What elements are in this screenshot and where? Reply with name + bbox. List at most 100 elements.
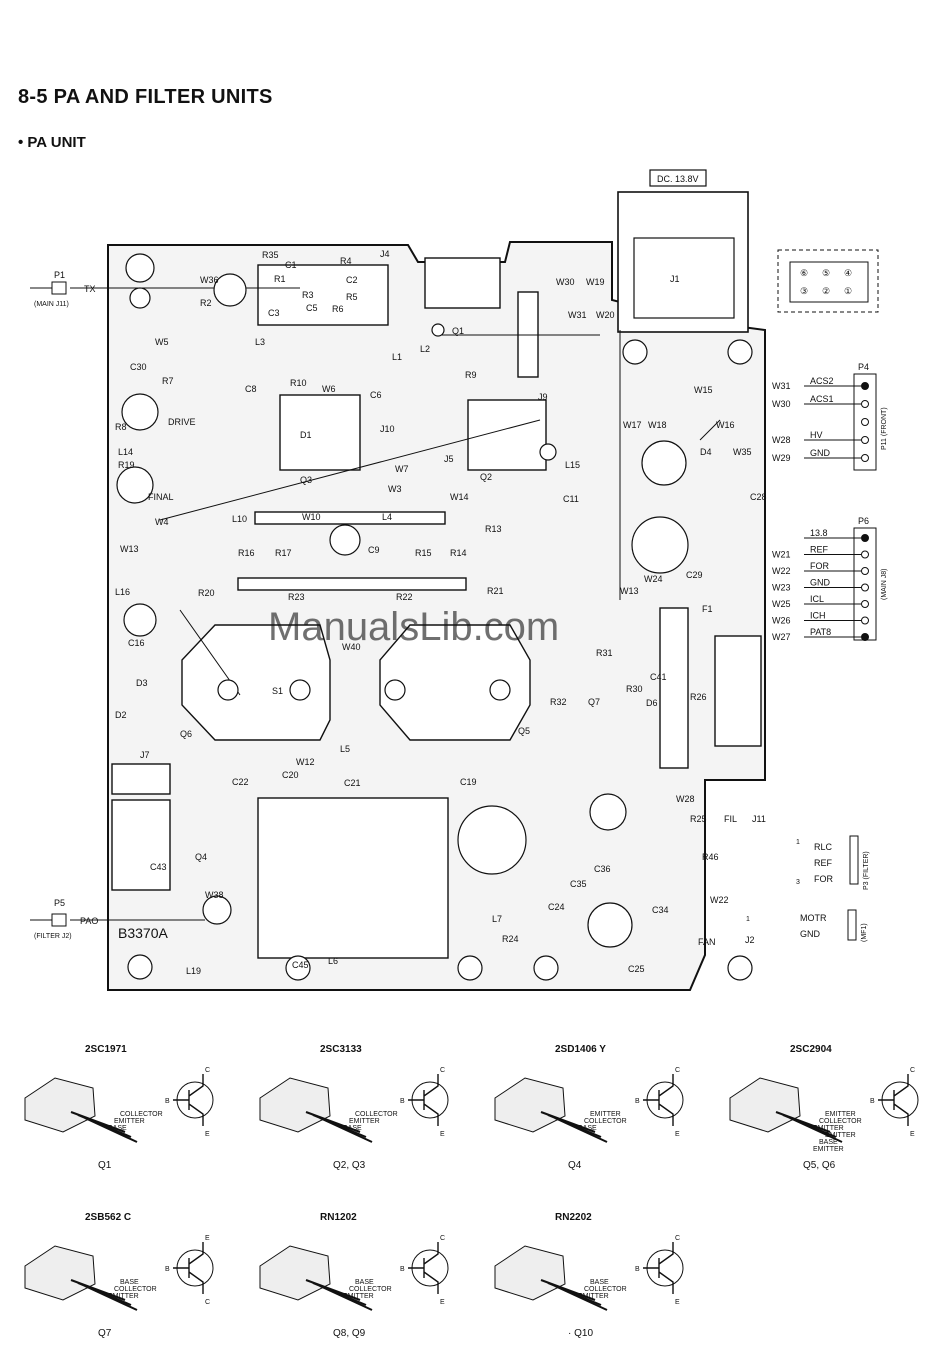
transistor-package [259,1245,331,1301]
ref-D2: D2 [115,710,127,720]
ref-D1: D1 [300,430,312,440]
svg-text:1: 1 [796,839,800,846]
transistor-lead-label: COLLECTOR [584,1118,627,1125]
svg-text:(MAIN J8): (MAIN J8) [881,569,888,601]
transistor-symbol-leads [408,1074,439,1126]
svg-text:RLC: RLC [814,842,833,852]
transistor-pin-letter: B [635,1266,640,1273]
transistor-lead-label: COLLECTOR [349,1286,392,1293]
ref-C5: C5 [306,303,318,313]
p6-pin-signal: FOR [810,561,829,571]
ref-W4: W4 [155,517,169,527]
transistor-lead-label: COLLECTOR [120,1111,163,1118]
p6-pin-wire-ref: W21 [772,550,791,560]
transistor-lead-label: BASE [819,1139,838,1146]
transistor-lead-label: COLLECTOR [355,1111,398,1118]
ref-C29: C29 [686,570,703,580]
transistor-symbol-leads [173,1074,204,1126]
ref-W3: W3 [388,484,402,494]
ref-W30: W30 [556,277,575,287]
watermark: ManualsLib.com [268,605,559,649]
svg-text:PAO: PAO [80,916,98,926]
p4-pin-signal: GND [810,448,831,458]
transistor-lead-label: BASE [343,1125,362,1132]
transistor-lead-label: EMITTER [108,1293,139,1300]
transistor-lead-label: EMITTER [813,1125,844,1132]
ref-FINAL: FINAL [148,492,174,502]
ref-C8: C8 [245,384,257,394]
transistor-lead-label: EMITTER [114,1118,145,1125]
ref-W40: W40 [342,642,361,652]
transistor-package [494,1077,566,1133]
ref-R32: R32 [550,697,567,707]
ref-W6: W6 [322,384,336,394]
ref-L3: L3 [255,337,265,347]
ref-W17: W17 [623,420,642,430]
ref-W10: W10 [302,512,321,522]
p6-pin-7 [861,633,869,641]
transistor-pin-letter: E [205,1131,210,1138]
ref-R30: R30 [626,684,643,694]
svg-text:MOTR: MOTR [800,913,827,923]
j1-pinout-numbers: ⑥ ⑤ ④ ③ ② ① [800,268,852,296]
ref-Q1: Q1 [452,326,464,336]
p6-pin-wire-ref: W26 [772,616,791,626]
p4-pin-signal: HV [810,430,823,440]
ref-W13: W13 [120,544,139,554]
transistor-part-number: 2SC1971 [85,1044,127,1055]
p4-pin-wire-ref: W28 [772,435,791,445]
transistor-pin-letter: B [165,1266,170,1273]
transistor-lead-label: EMITTER [578,1293,609,1300]
ref-W12: W12 [296,757,315,767]
p4-pin-2 [861,400,869,408]
ref-R17: R17 [275,548,292,558]
ref-R31: R31 [596,648,613,658]
ref-L1: L1 [392,352,402,362]
p4-pin-5 [861,454,869,462]
ref-W24: W24 [644,574,663,584]
ref-J9: J9 [538,392,548,402]
ref-J4: J4 [380,249,390,259]
ref-W38: W38 [205,890,224,900]
transistor-pin-letter: E [440,1299,445,1306]
p6-pin-6 [861,616,869,625]
ref-L5: L5 [340,744,350,754]
ref-Q2: Q2 [480,472,492,482]
ref-C3: C3 [268,308,280,318]
svg-text:P3 (FILTER): P3 (FILTER) [863,851,870,890]
ref-D6: D6 [646,698,658,708]
ref-R3: R3 [302,290,314,300]
transistor-lead-label: COLLECTOR [819,1118,862,1125]
svg-text:③: ③ [800,286,808,296]
ref-J1: J1 [670,274,680,284]
ref-F1: F1 [702,604,713,614]
ref-W5: W5 [155,337,169,347]
connector-p5: P5 (FILTER J2) PAO [30,898,98,940]
connector-p3: P3 (FILTER) RLC REF FOR 1 3 [796,835,870,890]
ref-C20: C20 [282,770,299,780]
transistor-lead-label: COLLECTOR [114,1286,157,1293]
svg-text:1: 1 [746,916,750,923]
ref-FIL: FIL [724,814,737,824]
ref-L6: L6 [328,956,338,966]
ref-R20: R20 [198,588,215,598]
connector-p1: P1 (MAIN J11) TX [30,270,96,308]
ref-R19: R19 [118,460,135,470]
transistor-pin-letter: C [675,1235,680,1242]
ref-L15: L15 [565,460,580,470]
ref-R35: R35 [262,250,279,260]
ref-W22: W22 [710,895,729,905]
transistor-pin-letter: B [400,1098,405,1105]
ref-C6: C6 [370,390,382,400]
ref-J7: J7 [140,750,150,760]
ref-L7: L7 [492,914,502,924]
ref-C2: C2 [346,275,358,285]
p4-pin-4 [861,436,869,444]
transistor-lead-label: BASE [578,1125,597,1132]
transistor-pin-letter: E [910,1131,915,1138]
svg-text:⑥: ⑥ [800,268,808,278]
transistor-pin-letter: C [440,1067,445,1074]
ref-R22: R22 [396,592,413,602]
ref-L10: L10 [232,514,247,524]
